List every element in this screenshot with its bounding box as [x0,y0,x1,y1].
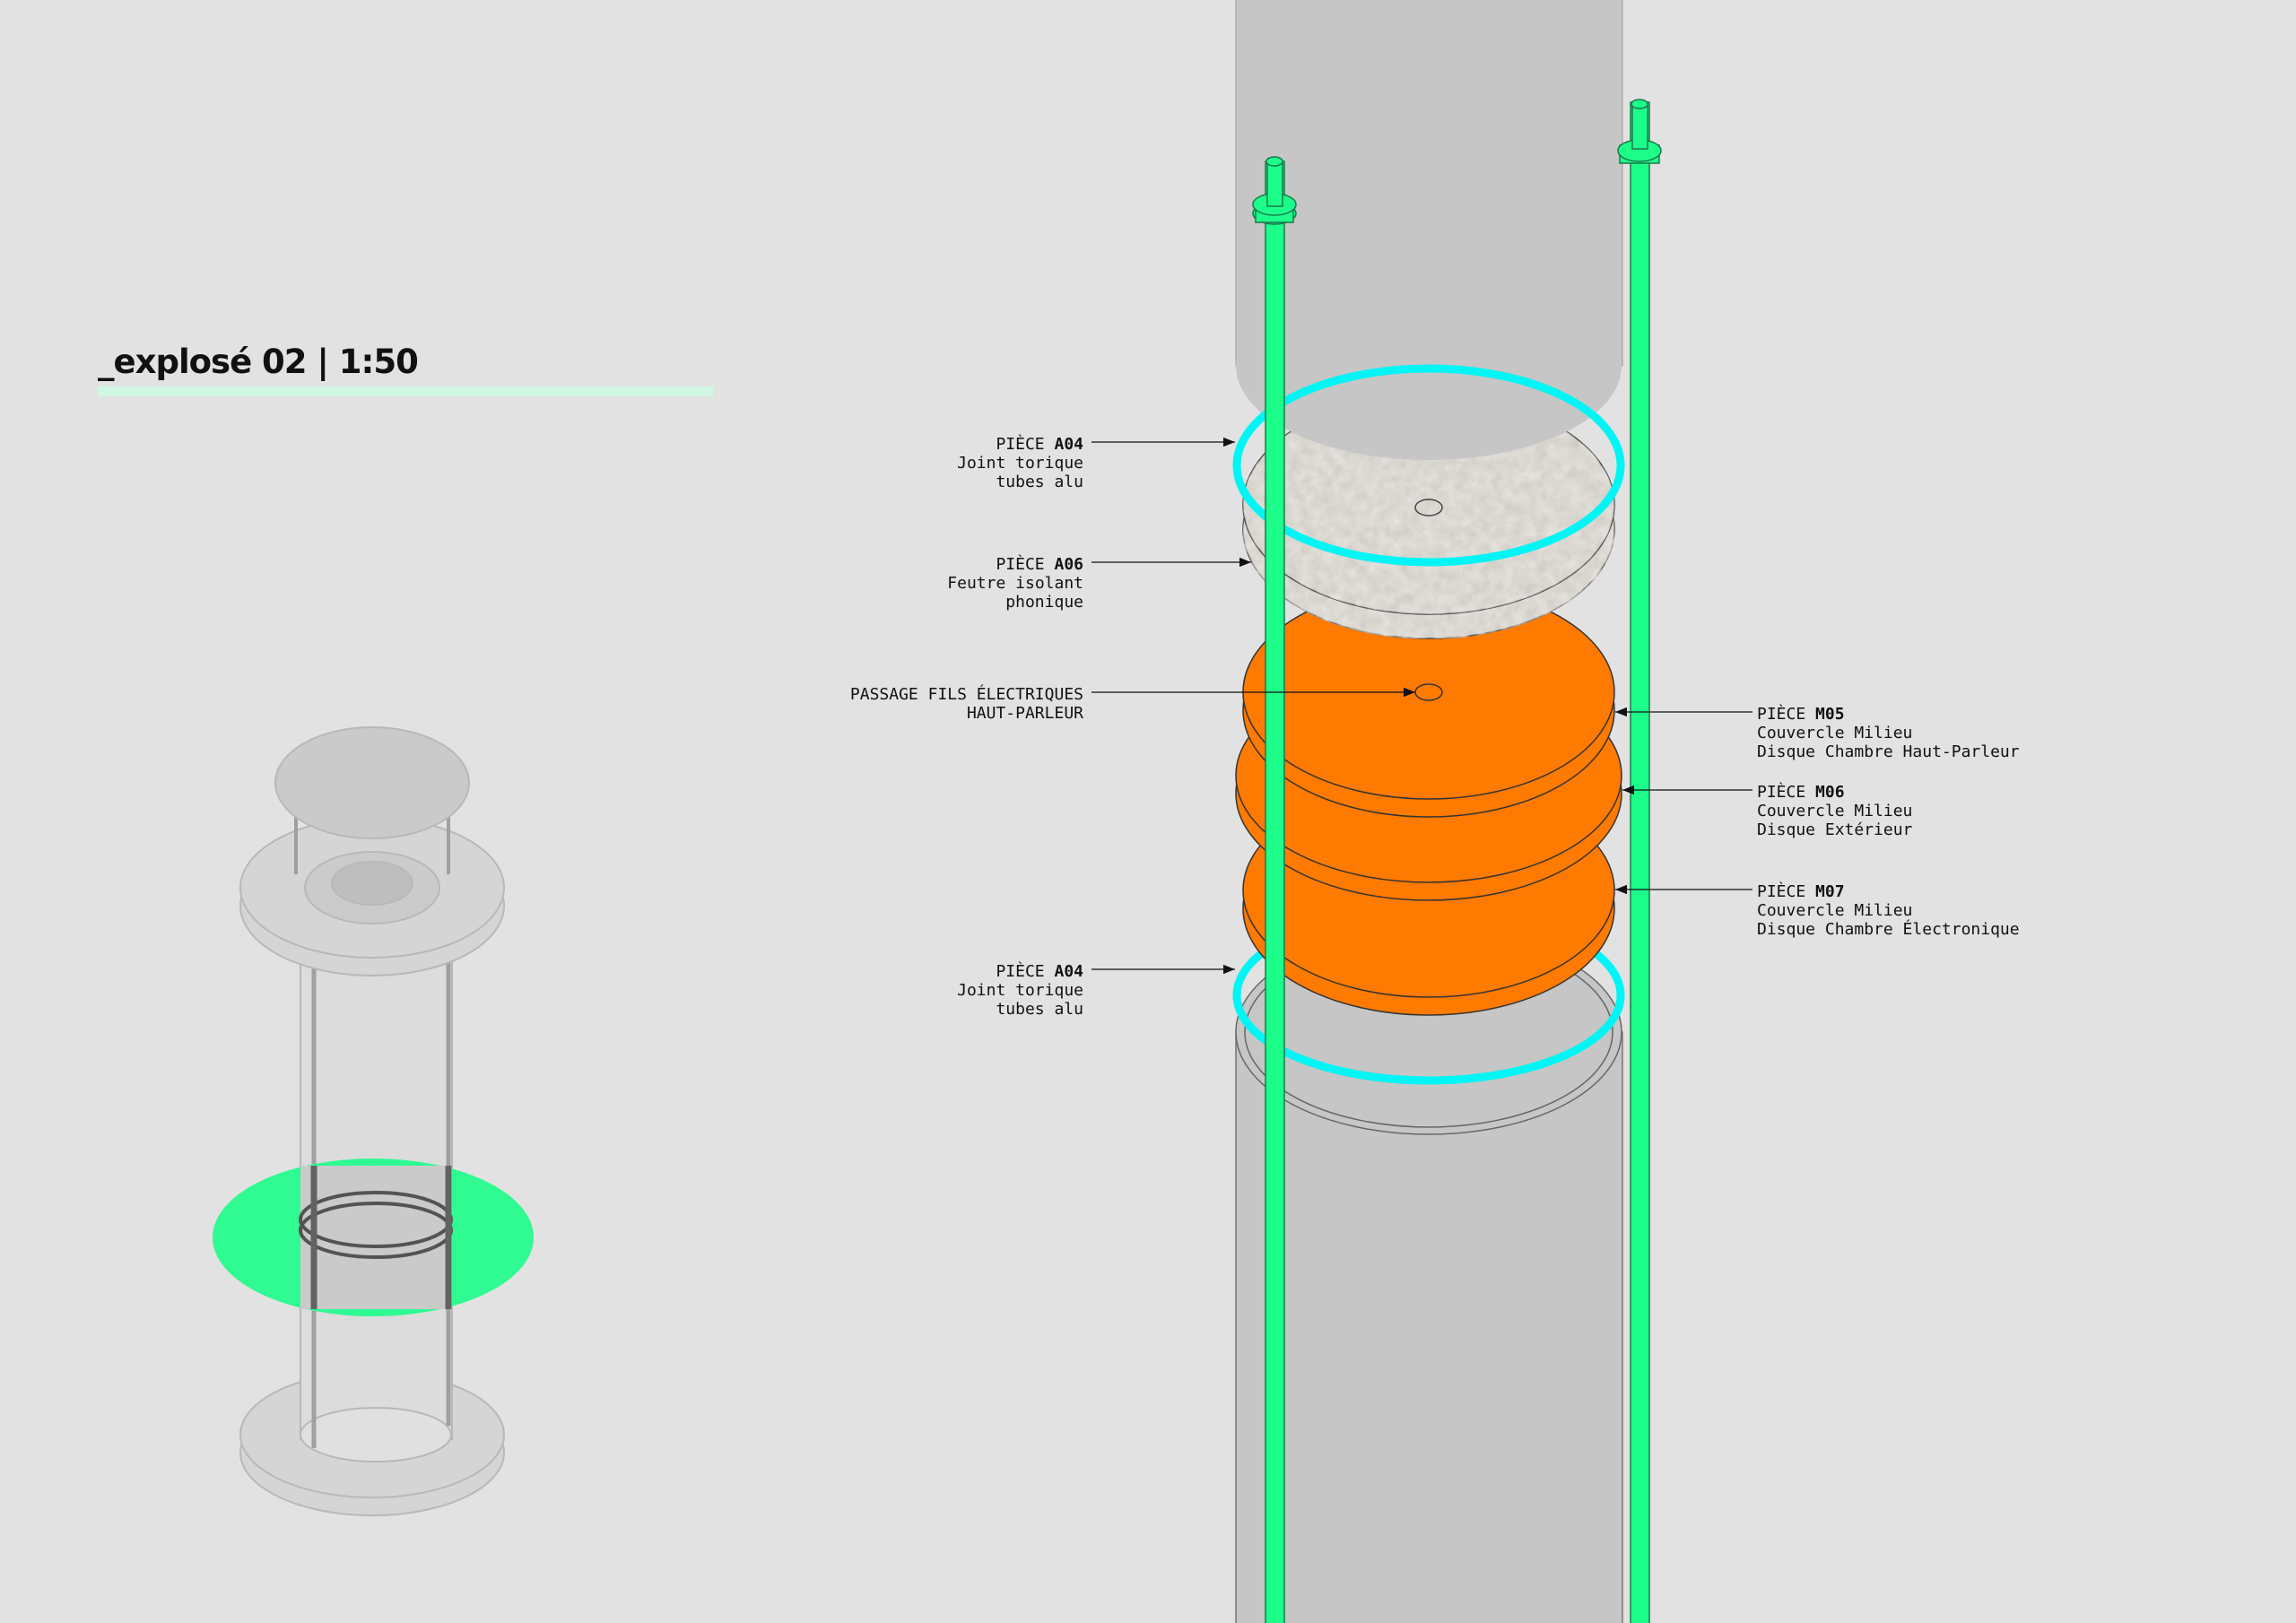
felt-a06 [1242,395,1615,639]
threaded-rod-left [1252,156,1297,1623]
context-model [213,726,534,1516]
o-ring-upper [1232,364,1625,567]
threaded-rod-right [1617,99,1662,1623]
leader-lines [1091,437,1752,975]
top-disc [274,726,470,839]
lower-tube [1235,929,1623,1623]
label-wire-passage: PASSAGE FILS ÉLECTRIQUES HAUT-PARLEUR [849,685,1083,723]
page-title: _explosé 02 | 1:50 [98,343,419,381]
upper-tube [1235,0,1623,460]
title-underline [98,386,713,396]
disc-m05 [1242,585,1615,818]
